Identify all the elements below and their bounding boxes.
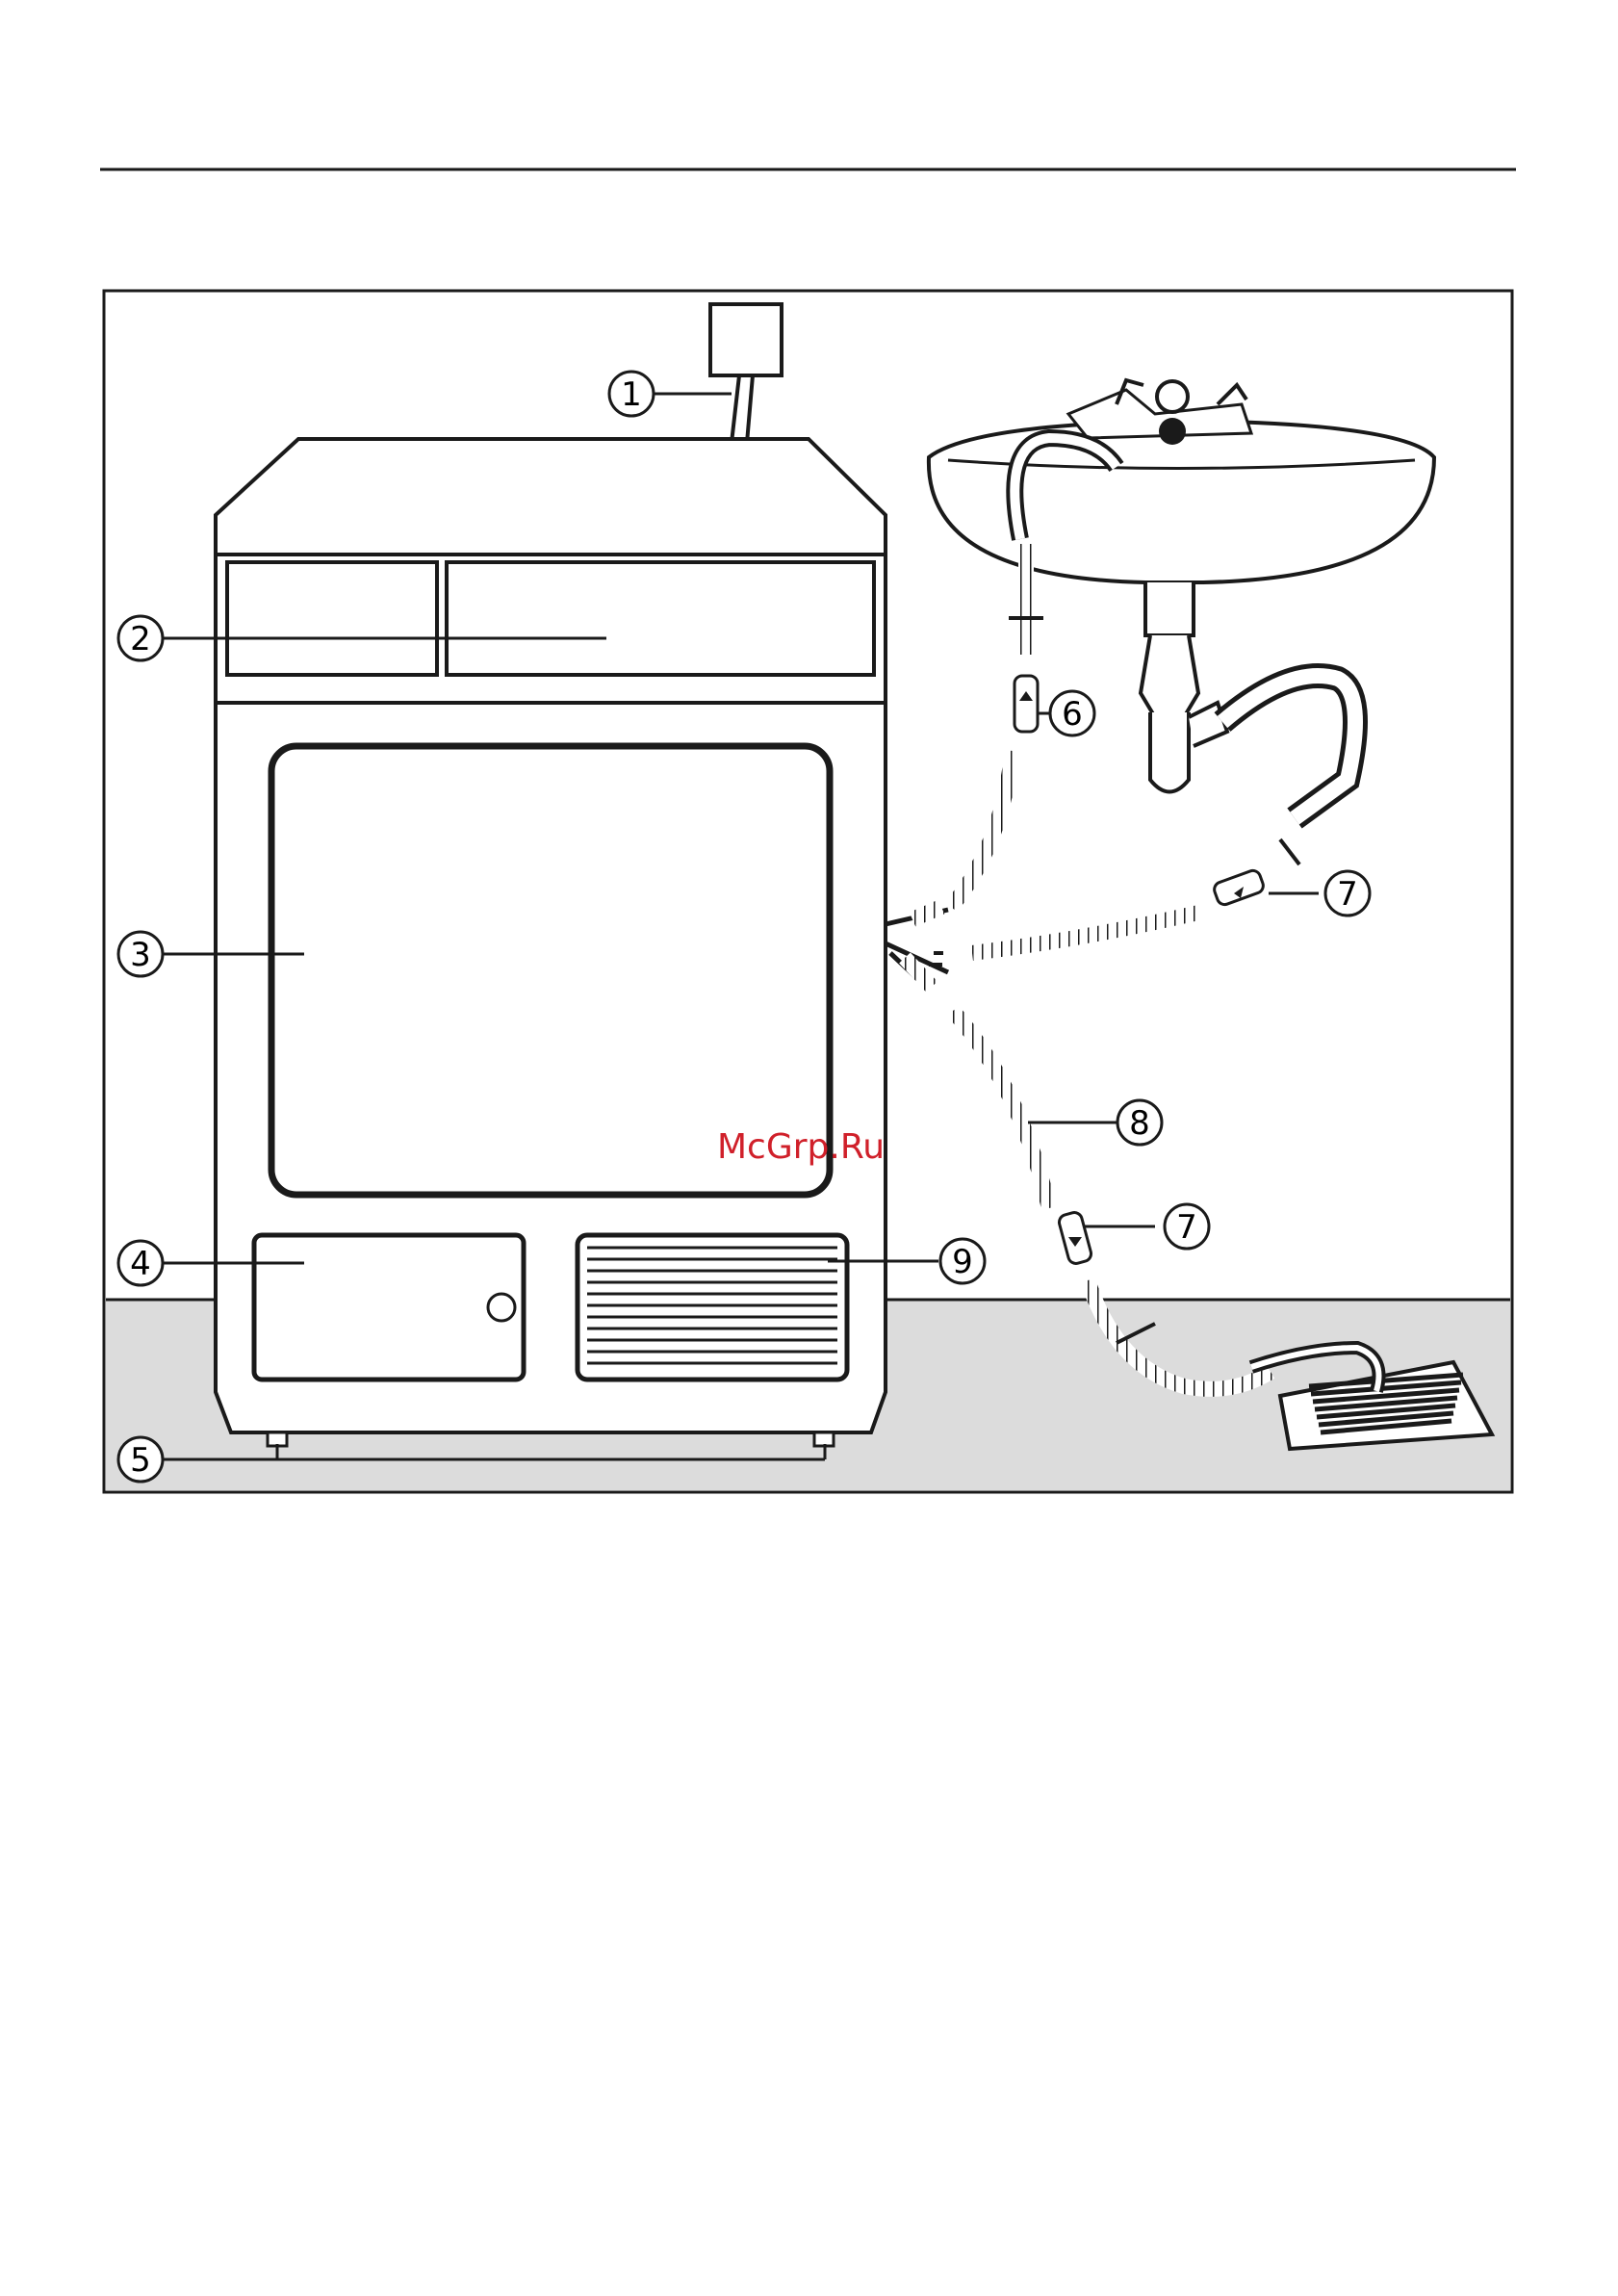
svg-text:8: 8 (1129, 1104, 1150, 1143)
callout-5: 5 (118, 1437, 163, 1482)
svg-text:4: 4 (130, 1245, 151, 1283)
svg-text:1: 1 (621, 375, 642, 414)
callout-1: 1 (609, 372, 654, 416)
svg-text:7: 7 (1176, 1208, 1197, 1247)
callout-8: 8 (1117, 1100, 1162, 1145)
flap-knob (488, 1294, 515, 1321)
control-panel-left (227, 562, 437, 675)
heat-exchanger-flap (254, 1235, 524, 1380)
connector-6 (1014, 676, 1038, 732)
callout-2: 2 (118, 616, 163, 660)
callout-9: 9 (940, 1239, 985, 1283)
callout-6: 6 (1050, 691, 1094, 735)
control-panel-right (447, 562, 874, 675)
callout-7-lower: 7 (1165, 1204, 1209, 1249)
svg-text:7: 7 (1337, 875, 1358, 914)
svg-text:2: 2 (130, 620, 151, 658)
watermark-text: McGrp.Ru (717, 1127, 885, 1167)
air-grille (578, 1235, 847, 1380)
svg-text:9: 9 (952, 1243, 973, 1281)
callout-4: 4 (118, 1241, 163, 1285)
svg-text:6: 6 (1062, 695, 1083, 734)
foot-left (268, 1432, 287, 1446)
dryer (216, 439, 886, 1446)
callout-3: 3 (118, 932, 163, 976)
svg-text:5: 5 (130, 1441, 151, 1480)
foot-right (814, 1432, 834, 1446)
svg-text:3: 3 (130, 936, 151, 974)
dryer-top (216, 439, 886, 555)
floor-drain (1251, 1348, 1492, 1449)
callout-7-upper: 7 (1325, 871, 1370, 916)
